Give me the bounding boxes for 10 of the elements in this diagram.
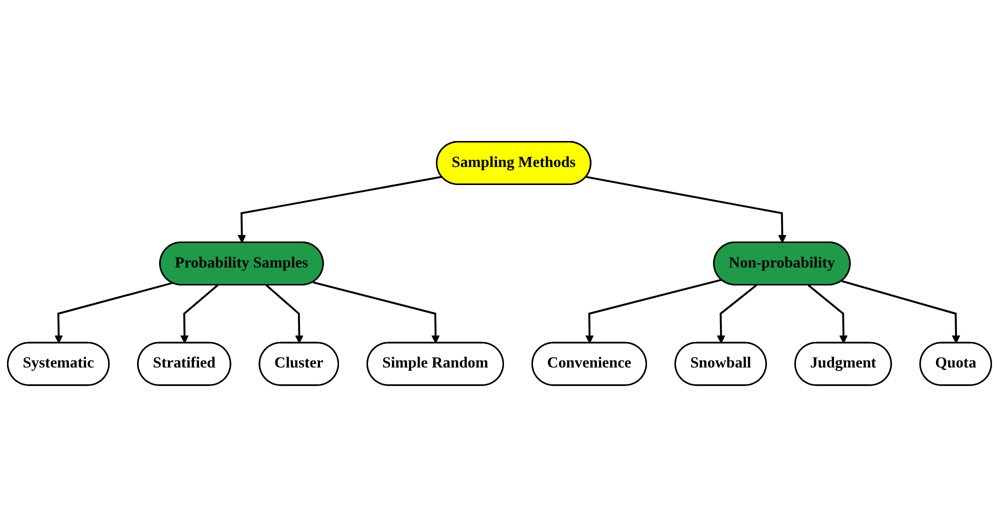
arrow bbox=[586, 176, 786, 243]
arrow bbox=[312, 280, 440, 344]
arrow bbox=[266, 284, 304, 344]
arrow bbox=[808, 284, 848, 344]
arrow bbox=[180, 284, 218, 344]
arrow bbox=[585, 278, 722, 344]
arrow bbox=[841, 280, 960, 344]
arrow bbox=[54, 282, 173, 344]
arrow bbox=[238, 175, 442, 243]
arrow bbox=[716, 284, 758, 344]
